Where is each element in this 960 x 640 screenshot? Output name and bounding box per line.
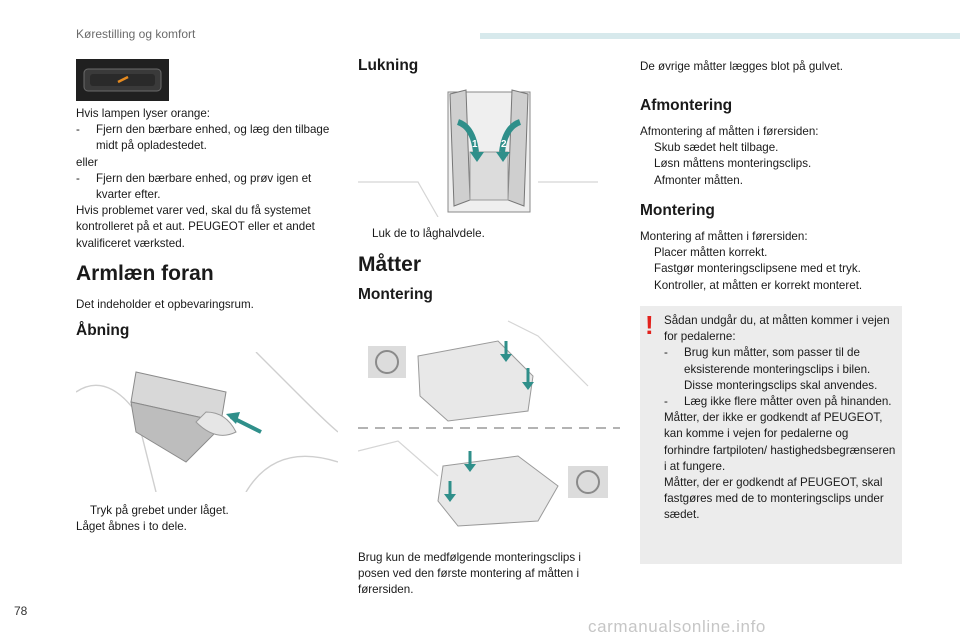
mat-clips-illustration <box>358 316 620 540</box>
armrest-closing-illustration: 1 2 <box>358 82 598 217</box>
page-number: 78 <box>14 604 28 618</box>
warning-note-box <box>640 306 902 564</box>
warning-item-1: -Brug kun måtter, som passer til de eksi… <box>664 346 878 392</box>
armrest-opening-illustration <box>76 352 338 492</box>
problem-text: Hvis problemet varer ved, skal du få sys… <box>76 204 315 250</box>
fitting-step-3: Kontroller, at måtten er korrekt montere… <box>654 278 863 292</box>
warning-icon: ! <box>645 310 654 340</box>
opening-title: Åbning <box>76 322 130 339</box>
or-text: eller <box>76 155 98 169</box>
armrest-title: Armlæn foran <box>76 262 214 285</box>
removal-section: Afmontering af måtten i førersiden: Skub… <box>640 124 905 189</box>
removal-step-1: Skub sædet helt tilbage. <box>654 141 779 155</box>
fitting-title-col2: Montering <box>358 286 433 303</box>
closing-step: Luk de to låghalvdele. <box>372 227 485 240</box>
opening-step: Tryk på grebet under låget. <box>90 504 229 517</box>
svg-text:2: 2 <box>501 139 507 150</box>
lamp-step-1: -Fjern den bærbare enhed, og læg den til… <box>76 123 330 153</box>
fitting-step-2: Fastgør monteringsclipsene med et tryk. <box>654 262 861 276</box>
mats-title: Måtter <box>358 253 422 276</box>
lamp-instructions: Hvis lampen lyser orange: -Fjern den bær… <box>76 106 338 252</box>
other-mats-text: De øvrige måtter lægges blot på gulvet. <box>640 60 843 73</box>
section-title: Kørestilling og komfort <box>76 27 196 41</box>
fitting-step-1: Placer måtten korrekt. <box>654 246 768 260</box>
opening-instructions: Tryk på grebet under låget. Låget åbnes … <box>76 503 338 535</box>
warning-para-2: Måtter, der er godkendt af PEUGEOT, skal… <box>664 476 884 522</box>
warning-intro: Sådan undgår du, at måtten kommer i veje… <box>664 314 890 344</box>
fitting-intro: Montering af måtten i førersiden: <box>640 230 808 243</box>
header-bar <box>480 33 960 39</box>
armrest-description: Det indeholder et opbevaringsrum. <box>76 298 254 311</box>
svg-text:1: 1 <box>472 139 478 150</box>
lamp-text: Hvis lampen lyser orange: <box>76 107 211 120</box>
closing-title: Lukning <box>358 57 419 74</box>
fitting-title-col3: Montering <box>640 202 715 219</box>
removal-title: Afmontering <box>640 97 733 114</box>
warning-para-1: Måtter, der ikke er godkendt af PEUGEOT,… <box>664 411 896 473</box>
fitting-section: Montering af måtten i førersiden: Placer… <box>640 229 905 294</box>
removal-step-3: Afmonter måtten. <box>654 173 743 187</box>
clip-note: Brug kun de medfølgende monteringsclips … <box>358 551 581 597</box>
lamp-step-2: -Fjern den bærbare enhed, og prøv igen e… <box>76 171 312 202</box>
watermark: carmanualsonline.info <box>588 617 766 636</box>
warning-item-2: -Læg ikke flere måtter oven på hinanden. <box>664 395 892 409</box>
opening-note: Låget åbnes i to dele. <box>76 520 187 534</box>
warning-note-text: Sådan undgår du, at måtten kommer i veje… <box>664 313 896 524</box>
removal-step-2: Løsn måttens monteringsclips. <box>654 157 812 171</box>
removal-intro: Afmontering af måtten i førersiden: <box>640 125 819 138</box>
wireless-charger-lamp-image <box>76 59 169 101</box>
